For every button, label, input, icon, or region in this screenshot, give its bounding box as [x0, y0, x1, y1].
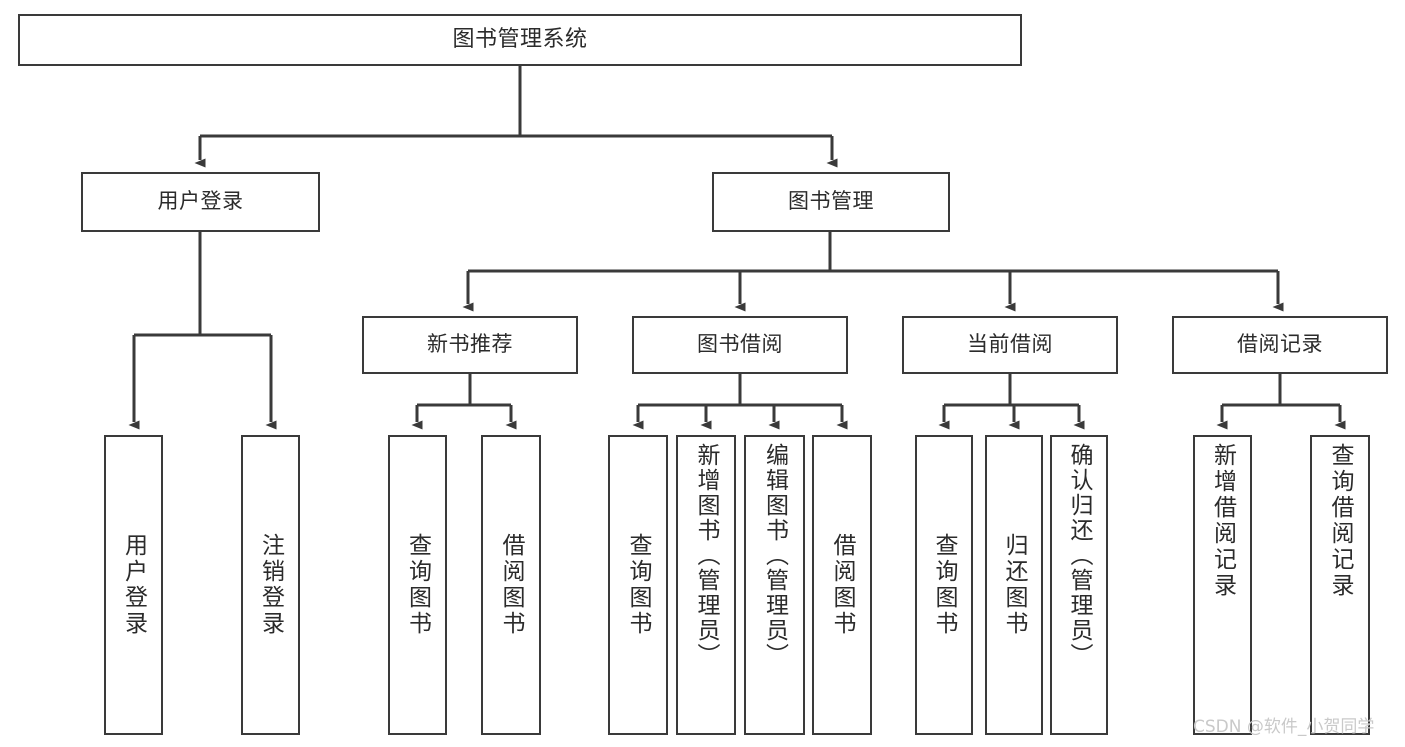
node-root[interactable]: 图书管理系统	[18, 14, 1022, 66]
node-current-borrow[interactable]: 当前借阅	[902, 316, 1118, 374]
leaf-record-add-record[interactable]: 新增借阅记录	[1193, 435, 1252, 735]
leaf-borrow-borrow-book[interactable]: 借阅图书	[812, 435, 872, 735]
node-book-management[interactable]: 图书管理	[712, 172, 950, 232]
node-borrow-record[interactable]: 借阅记录	[1172, 316, 1388, 374]
node-book-borrow[interactable]: 图书借阅	[632, 316, 848, 374]
leaf-borrow-query-book[interactable]: 查询图书	[608, 435, 668, 735]
leaf-recommend-borrow-book[interactable]: 借阅图书	[481, 435, 541, 735]
leaf-recommend-query-book[interactable]: 查询图书	[388, 435, 447, 735]
leaf-borrow-edit-book-admin[interactable]: 编辑图书（管理员）	[744, 435, 805, 735]
leaf-current-confirm-return-admin[interactable]: 确认归还（管理员）	[1050, 435, 1108, 735]
csdn-watermark: CSDN @软件_小贺同学	[1193, 717, 1375, 737]
leaf-record-query-record[interactable]: 查询借阅记录	[1310, 435, 1370, 735]
leaf-user-logout[interactable]: 注销登录	[241, 435, 300, 735]
node-user-login[interactable]: 用户登录	[81, 172, 320, 232]
leaf-current-query-book[interactable]: 查询图书	[915, 435, 973, 735]
leaf-user-login[interactable]: 用户登录	[104, 435, 163, 735]
leaf-borrow-add-book-admin[interactable]: 新增图书（管理员）	[676, 435, 736, 735]
node-new-book-recommend[interactable]: 新书推荐	[362, 316, 578, 374]
leaf-current-return-book[interactable]: 归还图书	[985, 435, 1043, 735]
